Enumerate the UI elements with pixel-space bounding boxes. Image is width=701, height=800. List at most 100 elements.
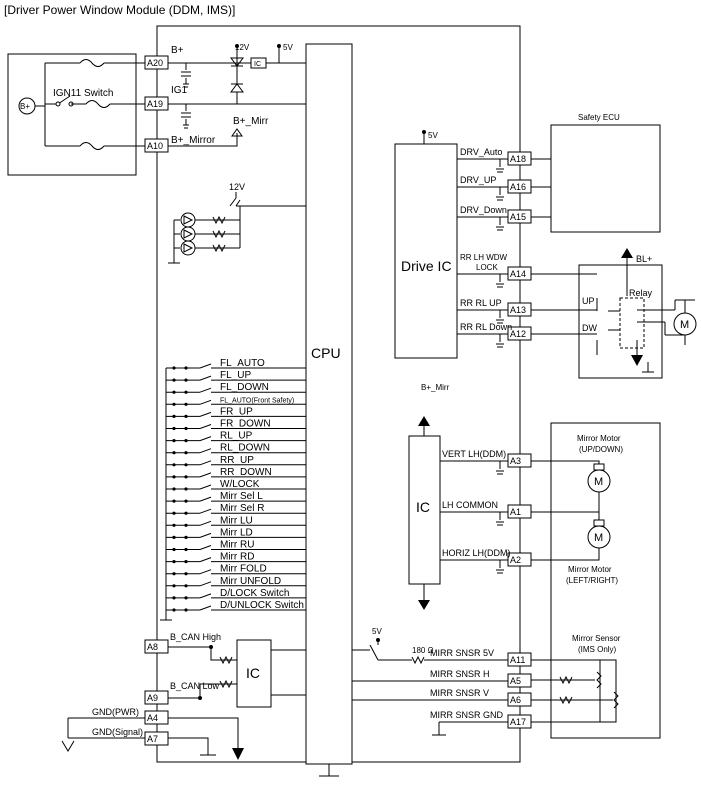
bl-plus-label: BL+ bbox=[636, 254, 652, 264]
svg-text:B+: B+ bbox=[171, 45, 184, 56]
pin-a19: A19 IG1 bbox=[144, 85, 188, 111]
svg-text:A8: A8 bbox=[147, 642, 158, 652]
fuse-b-plus bbox=[79, 59, 105, 67]
svg-text:A18: A18 bbox=[510, 154, 526, 164]
mirror-motor-updown-1: Mirror Motor bbox=[577, 434, 621, 443]
svg-text:RR_DOWN: RR_DOWN bbox=[220, 467, 272, 478]
resistor-180-label: 180 Ω bbox=[412, 646, 434, 655]
cap-b-plus bbox=[181, 63, 191, 88]
svg-text:IG1: IG1 bbox=[171, 85, 188, 96]
svg-text:FR_UP: FR_UP bbox=[220, 406, 253, 417]
svg-text:A3: A3 bbox=[510, 456, 521, 466]
mirror-motor-lr-1: Mirror Motor bbox=[568, 565, 612, 574]
switch-input-5: FR_DOWN bbox=[166, 419, 306, 431]
cpu-ground bbox=[319, 764, 339, 777]
svg-text:B_CAN Low: B_CAN Low bbox=[170, 681, 220, 691]
switch-input-18: Mirr UNFOLD bbox=[166, 576, 306, 588]
svg-text:Mirr FOLD: Mirr FOLD bbox=[220, 564, 267, 575]
can-ic-label: IC bbox=[246, 665, 260, 681]
switch-input-13: Mirr LU bbox=[166, 515, 306, 527]
pin-a10: A10 B+_Mirror bbox=[144, 135, 216, 153]
svg-text:DRV_Auto: DRV_Auto bbox=[460, 147, 502, 157]
svg-text:A16: A16 bbox=[510, 182, 526, 192]
switch-input-1: FL_UP bbox=[166, 370, 306, 382]
svg-text:A13: A13 bbox=[510, 305, 526, 315]
ign-switch-box bbox=[7, 53, 137, 176]
v12-mid-label: 12V bbox=[229, 182, 245, 192]
svg-text:HORIZ LH(DDM): HORIZ LH(DDM) bbox=[442, 548, 511, 558]
svg-text:B_CAN High: B_CAN High bbox=[170, 632, 221, 642]
svg-text:W/LOCK: W/LOCK bbox=[220, 479, 260, 490]
svg-text:M: M bbox=[680, 319, 689, 331]
svg-text:M: M bbox=[594, 476, 603, 488]
pin-a20: A20 B+ bbox=[144, 45, 184, 70]
mirror-motor-lr-2: (LEFT/RIGHT) bbox=[566, 576, 618, 585]
svg-text:A17: A17 bbox=[510, 717, 526, 727]
diode-mid bbox=[230, 83, 244, 93]
v5-sensor-label: 5V bbox=[372, 627, 382, 636]
pin-a16: A16 DRV_UP bbox=[457, 175, 551, 201]
svg-text:DRV_UP: DRV_UP bbox=[460, 175, 496, 185]
cap-ig1 bbox=[181, 104, 191, 129]
ign-switch-label: IGN11 Switch bbox=[53, 88, 113, 99]
battery-label: B+ bbox=[20, 102, 30, 111]
svg-text:MIRR SNSR 5V: MIRR SNSR 5V bbox=[430, 648, 494, 658]
safety-ecu-box bbox=[550, 124, 661, 233]
svg-text:A15: A15 bbox=[510, 212, 526, 222]
svg-text:RL_DOWN: RL_DOWN bbox=[220, 443, 270, 454]
switch-input-7: RL_DOWN bbox=[166, 443, 306, 455]
drive-ic-label: Drive IC bbox=[401, 258, 452, 274]
switch-input-14: Mirr LD bbox=[166, 527, 306, 540]
svg-text:A14: A14 bbox=[510, 269, 526, 279]
mirror-sensor-1: Mirror Sensor bbox=[572, 634, 621, 643]
svg-text:LH COMMON: LH COMMON bbox=[442, 500, 498, 510]
relay-dw-label: DW bbox=[582, 323, 597, 333]
ign-feed-wire bbox=[35, 62, 80, 147]
switch-input-9: RR_DOWN bbox=[166, 467, 306, 479]
svg-text:MIRR SNSR H: MIRR SNSR H bbox=[430, 669, 490, 679]
b-mirr-top-label: B+_Mirr bbox=[233, 116, 269, 127]
svg-text:FL_AUTO(Front Safety): FL_AUTO(Front Safety) bbox=[220, 397, 294, 404]
v12-top-label: 12V bbox=[235, 43, 250, 52]
svg-text:Mirr LU: Mirr LU bbox=[220, 515, 253, 526]
switch-input-19: D/LOCK Switch bbox=[166, 588, 306, 600]
svg-text:A19: A19 bbox=[147, 99, 163, 109]
switch-input-4: FR_UP bbox=[166, 406, 306, 418]
switch-input-6: RL_UP bbox=[166, 431, 306, 443]
mirror-ic-block bbox=[408, 435, 441, 585]
relay-up-label: UP bbox=[582, 296, 595, 306]
switch-input-17: Mirr FOLD bbox=[166, 564, 306, 576]
switch-input-15: Mirr RU bbox=[166, 540, 306, 552]
svg-text:FL_UP: FL_UP bbox=[220, 370, 251, 381]
svg-text:A9: A9 bbox=[147, 693, 158, 703]
svg-text:Mirr Sel R: Mirr Sel R bbox=[220, 503, 264, 514]
svg-text:FL_DOWN: FL_DOWN bbox=[220, 382, 269, 393]
drive-ic-block bbox=[394, 143, 458, 359]
switch-input-11: Mirr Sel L bbox=[166, 491, 306, 503]
switch-input-0: FL_AUTO bbox=[166, 358, 306, 370]
pin-a7: A7 GND(Signal) bbox=[92, 727, 169, 746]
svg-text:Mirr LD: Mirr LD bbox=[220, 527, 253, 538]
diode-top bbox=[230, 57, 244, 67]
pin-a4: A4 GND(PWR) bbox=[92, 707, 169, 725]
mirror-ic-label: IC bbox=[416, 499, 430, 515]
svg-text:Mirr Sel L: Mirr Sel L bbox=[220, 491, 263, 502]
svg-text:RR_UP: RR_UP bbox=[220, 455, 254, 466]
svg-text:FR_DOWN: FR_DOWN bbox=[220, 419, 271, 430]
svg-text:A2: A2 bbox=[510, 555, 521, 565]
relay-dashed bbox=[619, 297, 645, 349]
svg-text:DRV_Down: DRV_Down bbox=[460, 205, 507, 215]
svg-text:A4: A4 bbox=[147, 713, 158, 723]
svg-text:D/LOCK Switch: D/LOCK Switch bbox=[220, 588, 289, 599]
switch-input-20: D/UNLOCK Switch bbox=[166, 600, 306, 612]
svg-text:RR LH WDW: RR LH WDW bbox=[460, 253, 508, 262]
svg-text:Mirr RU: Mirr RU bbox=[220, 540, 254, 551]
v5-drive-label: 5V bbox=[428, 131, 438, 140]
svg-text:A5: A5 bbox=[510, 676, 521, 686]
pin-a8: A8 B_CAN High bbox=[144, 632, 221, 654]
